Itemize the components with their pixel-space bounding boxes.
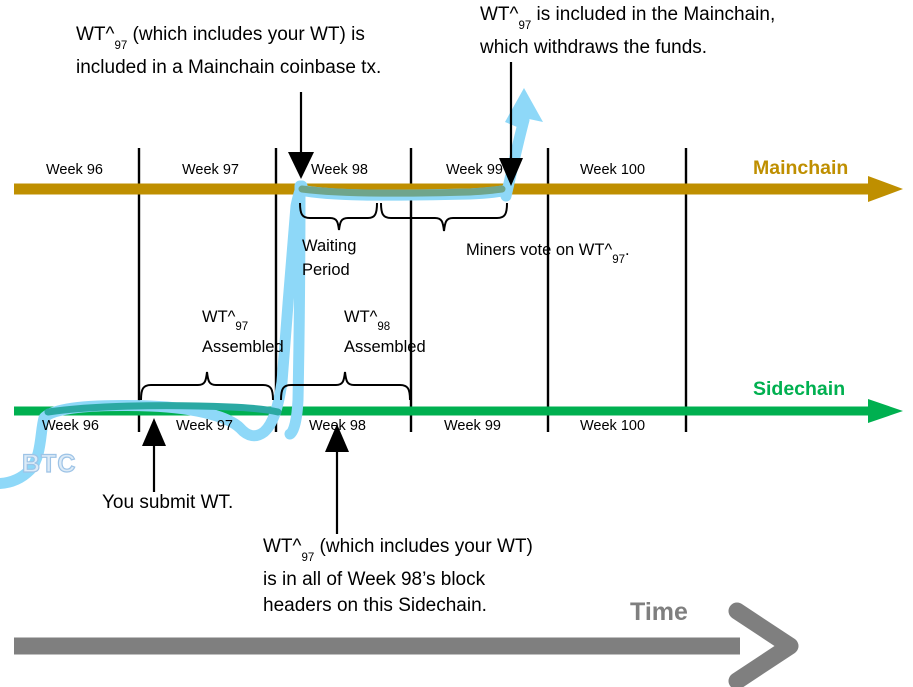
- wt-caret-label: WT^: [76, 24, 115, 45]
- week-separator-group: [137, 218, 688, 360]
- wt-subscript: 97: [235, 321, 249, 334]
- pointer-withdraw-funds: [499, 62, 523, 186]
- wt-caret-label: WT^: [263, 536, 302, 557]
- annotation-block-headers-line2: is in all of Week 98’s block: [263, 568, 486, 590]
- time-axis-arrow: [14, 602, 799, 687]
- annotation-block-headers-line3: headers on this Sidechain.: [263, 594, 487, 616]
- sidechain-week-label-100: Week 100: [580, 418, 646, 434]
- label-wt97-assembled-line1: WT^97: [202, 305, 284, 335]
- sidechain-label: Sidechain: [753, 378, 846, 400]
- wt-caret-label: WT^: [344, 308, 378, 326]
- annotation-block-headers: WT^97 (which includes your WT) is in all…: [263, 534, 533, 619]
- pointer-block-headers: [325, 424, 349, 534]
- annotation-withdraw-funds-line2: which withdraws the funds.: [480, 36, 708, 58]
- annotation-withdraw-funds-line1: WT^97 is included in the Mainchain,: [480, 2, 775, 35]
- label-waiting-period: Waiting Period: [302, 234, 356, 282]
- label-waiting-period-line1: Waiting: [302, 237, 357, 255]
- wt-subscript: 97: [518, 19, 532, 32]
- flow-overlay-mainchain: [298, 185, 506, 197]
- flow-overlay-sidechain: [44, 402, 282, 416]
- wt-subscript: 97: [301, 551, 315, 564]
- mainchain-week-label-98: Week 98: [311, 162, 368, 178]
- pointer-coinbase-tx: [288, 92, 314, 179]
- annotation-block-headers-line1: WT^97 (which includes your WT): [263, 534, 533, 567]
- annotation-coinbase-tx-line1: WT^97 (which includes your WT) is: [76, 22, 381, 55]
- annotation-coinbase-tx-line2: included in a Mainchain coinbase tx.: [76, 56, 382, 78]
- mainchain-week-label-100: Week 100: [580, 162, 646, 178]
- sidechain-week-label-99: Week 99: [444, 418, 501, 434]
- wt-caret-label: WT^: [480, 4, 519, 25]
- mainchain-week-label-97: Week 97: [182, 162, 239, 178]
- mainchain-week-label-96: Week 96: [46, 162, 103, 178]
- btc-label: BTC: [21, 449, 77, 478]
- mainchain-label: Mainchain: [753, 157, 849, 179]
- time-label: Time: [630, 598, 688, 626]
- label-wt97-assembled: WT^97 Assembled: [202, 305, 284, 359]
- brace-wt98-assembled: [280, 371, 411, 401]
- sidechain-week-label-97: Week 97: [176, 418, 233, 434]
- label-wt98-assembled-line2: Assembled: [344, 338, 426, 357]
- annotation-text: is included in the Mainchain,: [531, 4, 776, 25]
- mainchain-tick-group: [137, 148, 688, 218]
- label-waiting-period-line2: Period: [302, 261, 350, 279]
- wt-subscript: 97: [612, 254, 625, 267]
- brace-waiting-period: [299, 202, 378, 231]
- label-miners-vote-pre: Miners vote on WT^: [466, 241, 613, 259]
- wt-caret-label: WT^: [202, 308, 236, 326]
- wt-subscript: 97: [114, 39, 128, 52]
- label-wt98-assembled: WT^98 Assembled: [344, 305, 426, 359]
- btc-flow-arrowhead: [505, 88, 543, 127]
- label-submit-wt: You submit WT.: [102, 492, 234, 513]
- sidechain-week-label-98: Week 98: [309, 418, 366, 434]
- label-miners-vote: Miners vote on WT^97.: [466, 238, 630, 268]
- mainchain-axis: [14, 176, 903, 202]
- annotation-withdraw-funds: WT^97 is included in the Mainchain, whic…: [480, 2, 775, 61]
- label-wt98-assembled-line1: WT^98: [344, 305, 426, 335]
- label-miners-vote-post: .: [625, 241, 630, 259]
- label-wt97-assembled-line2: Assembled: [202, 338, 284, 357]
- annotation-text: (which includes your WT) is: [127, 24, 365, 45]
- brace-wt97-assembled: [140, 371, 274, 401]
- mainchain-week-label-99: Week 99: [446, 162, 503, 178]
- sidechain-week-label-96: Week 96: [42, 418, 99, 434]
- wt-subscript: 98: [377, 321, 391, 334]
- pointer-submit-wt: [142, 418, 166, 492]
- annotation-coinbase-tx: WT^97 (which includes your WT) is includ…: [76, 22, 381, 81]
- annotation-text: (which includes your WT): [314, 536, 533, 557]
- brace-miners-vote: [380, 202, 508, 232]
